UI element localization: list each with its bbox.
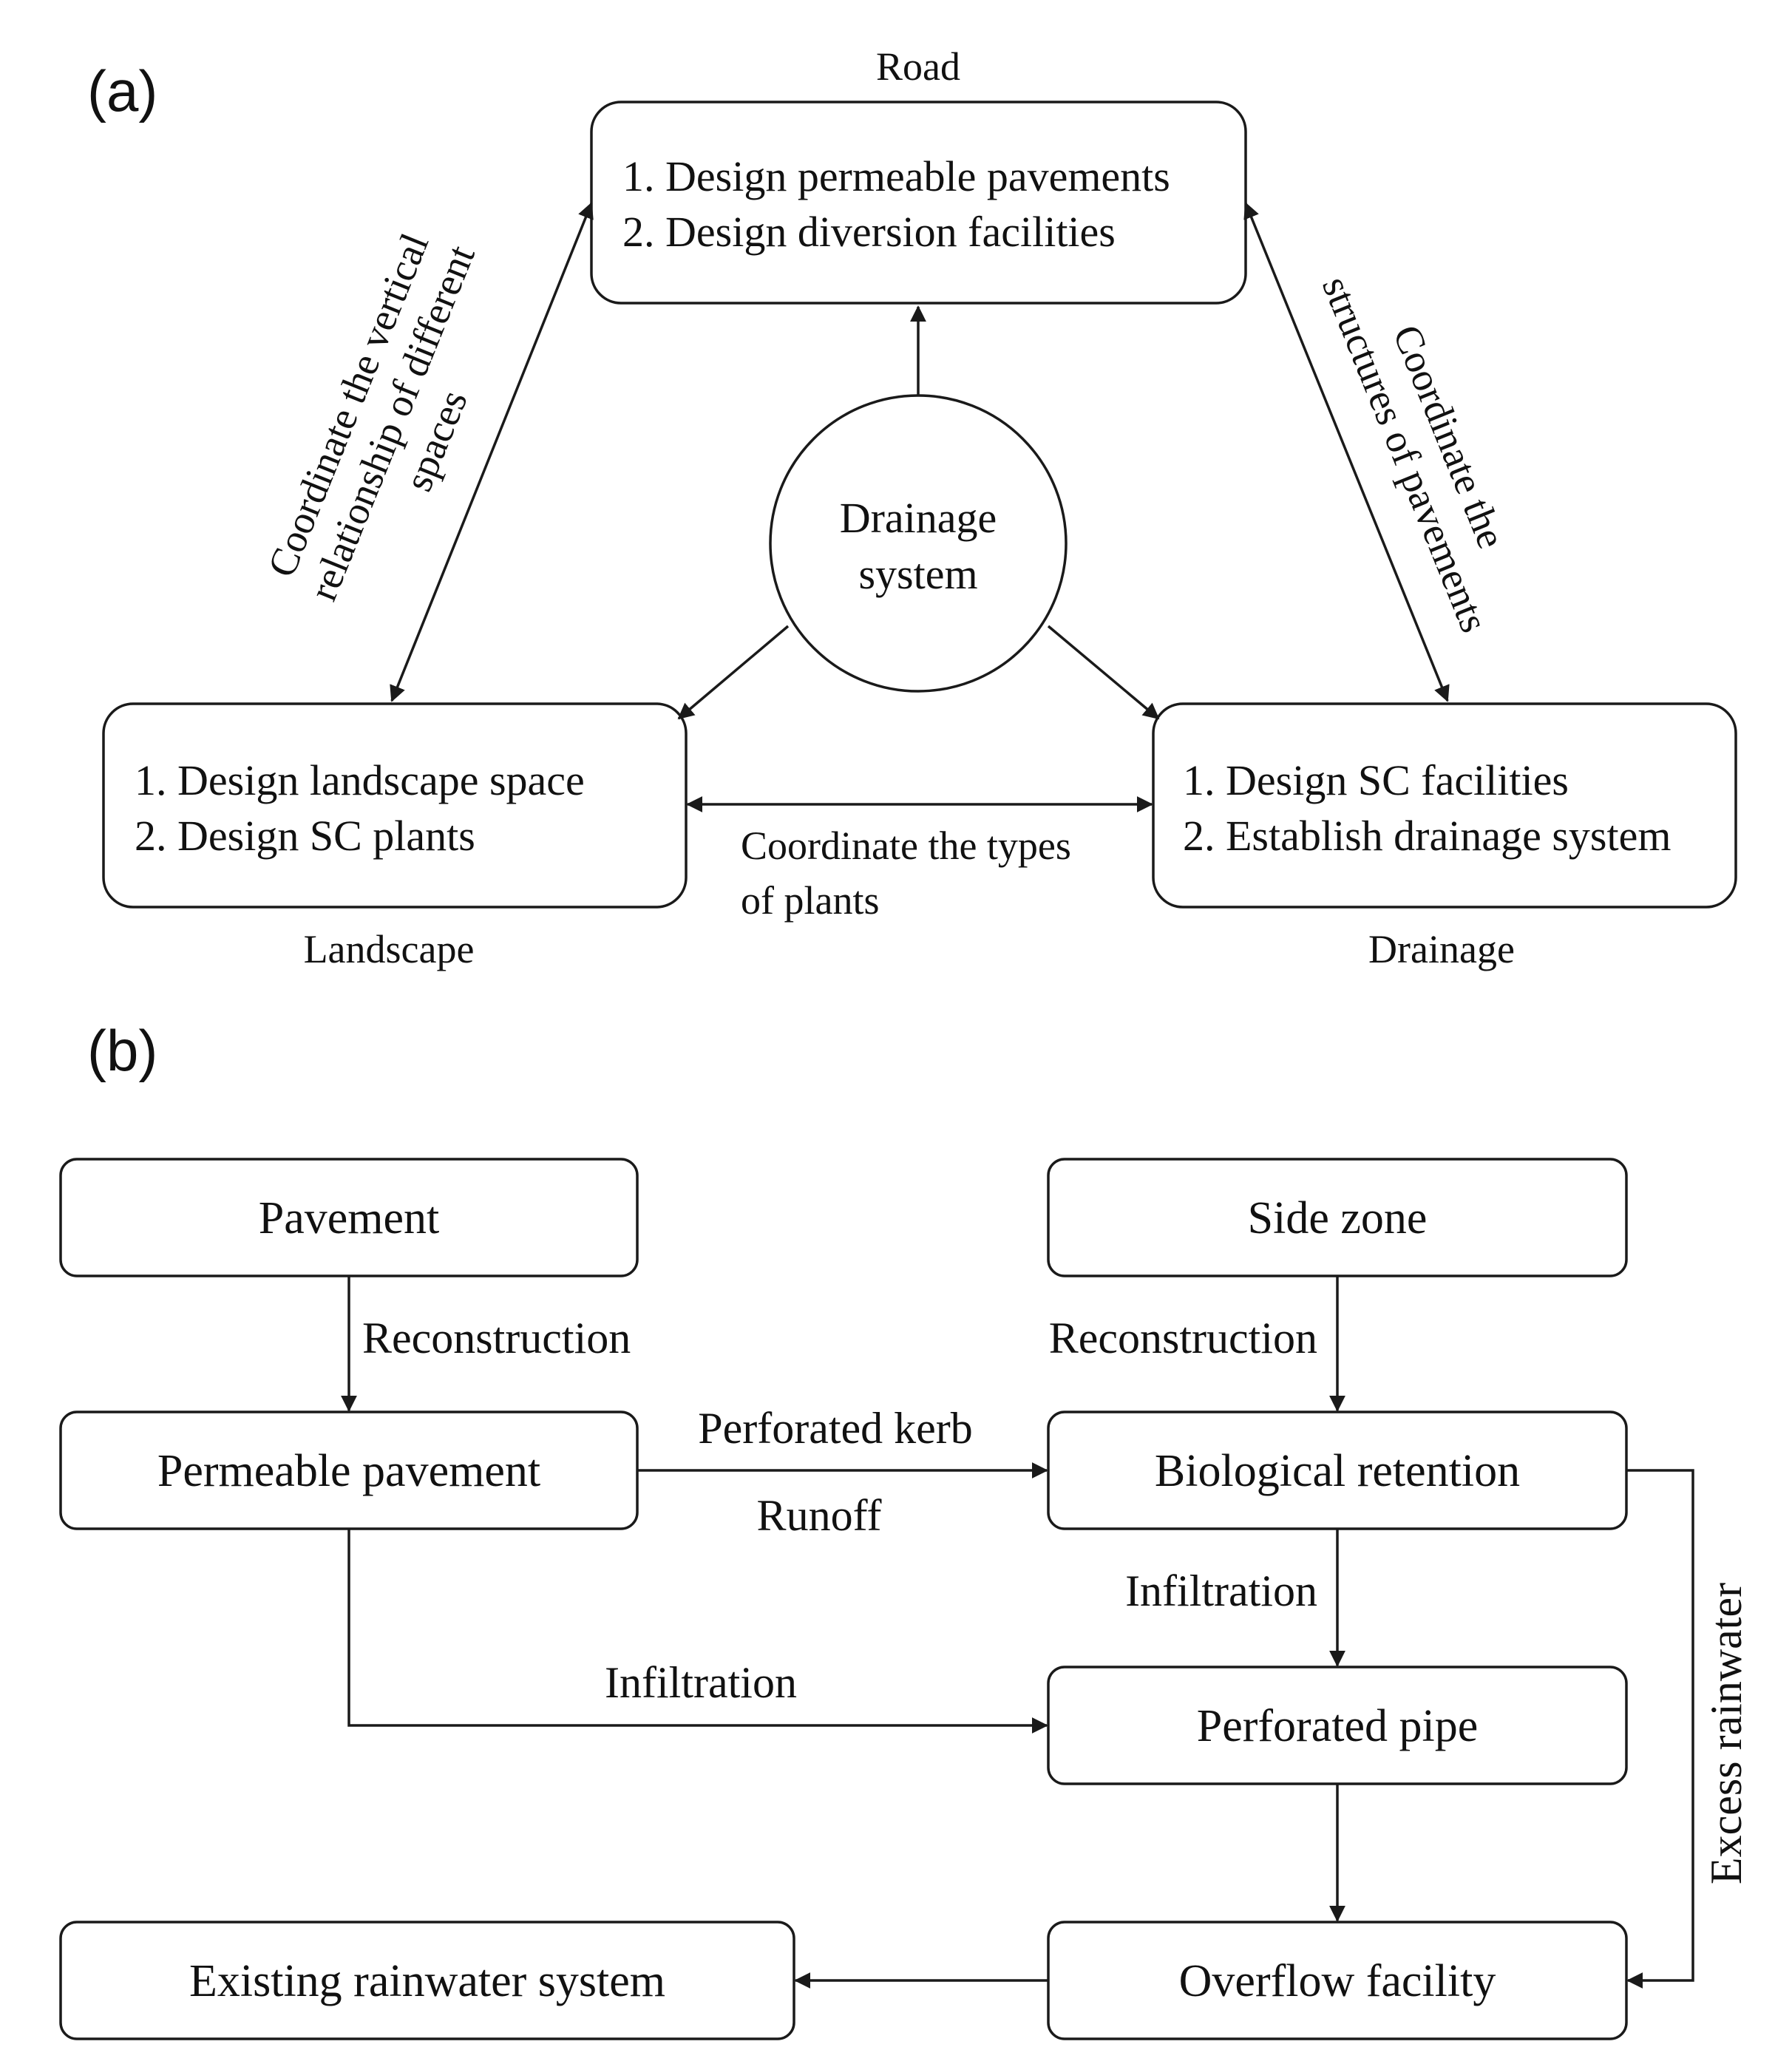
road-box	[590, 101, 1247, 305]
center-line-2: system	[858, 550, 977, 598]
drainage-box	[1152, 702, 1737, 909]
excess-rainwater-label: Excess rainwater	[1702, 1583, 1751, 1884]
overflow-facility-label: Overflow facility	[1179, 1956, 1496, 2006]
landscape-title: Landscape	[304, 927, 475, 971]
arrow-center-to-drainage	[1047, 625, 1160, 720]
arrow-center-to-landscape	[677, 625, 790, 720]
bottom-edge-line-2: of plants	[741, 878, 879, 923]
arrow-permeable-to-pipe	[347, 1529, 1048, 1734]
runoff-label: Runoff	[757, 1491, 882, 1540]
existing-rainwater-system-box	[59, 1921, 795, 2040]
arrow-bio-excess-to-overflow	[1626, 1469, 1694, 1989]
reconstruction-right-label: Reconstruction	[1049, 1314, 1317, 1362]
panel-a-label: (a)	[87, 58, 157, 123]
perforated-pipe-label: Perforated pipe	[1197, 1701, 1478, 1751]
road-line-1: 1. Design permeable pavements	[622, 152, 1170, 200]
infiltration-left-label: Infiltration	[605, 1658, 797, 1707]
drainage-line-1: 1. Design SC facilities	[1183, 756, 1569, 804]
right-edge-label: Coordinate the structures of pavements	[1314, 271, 1514, 639]
edge-landscape-road	[390, 202, 594, 702]
infiltration-right-label: Infiltration	[1125, 1566, 1317, 1615]
edge-road-drainage	[1243, 202, 1450, 702]
landscape-line-2: 2. Design SC plants	[135, 812, 475, 860]
existing-rainwater-system-label: Existing rainwater system	[189, 1956, 665, 2006]
perforated-kerb-label: Perforated kerb	[698, 1404, 972, 1453]
drainage-system-circle	[769, 394, 1068, 693]
biological-retention-label: Biological retention	[1155, 1446, 1520, 1496]
center-line-1: Drainage	[840, 494, 997, 542]
road-title: Road	[876, 44, 960, 89]
panel-b-label: (b)	[87, 1018, 157, 1083]
drainage-title: Drainage	[1368, 927, 1515, 971]
pavement-label: Pavement	[259, 1193, 440, 1243]
landscape-line-1: 1. Design landscape space	[135, 756, 585, 804]
bottom-edge-line-1: Coordinate the types	[741, 824, 1071, 868]
permeable-pavement-label: Permeable pavement	[157, 1446, 540, 1496]
drainage-line-2: 2. Establish drainage system	[1183, 812, 1671, 860]
reconstruction-left-label: Reconstruction	[362, 1314, 631, 1362]
landscape-box	[102, 702, 688, 909]
side-zone-label: Side zone	[1248, 1193, 1428, 1243]
road-line-2: 2. Design diversion facilities	[622, 208, 1116, 256]
left-edge-label: Coordinate the vertical relationship of …	[259, 227, 483, 606]
